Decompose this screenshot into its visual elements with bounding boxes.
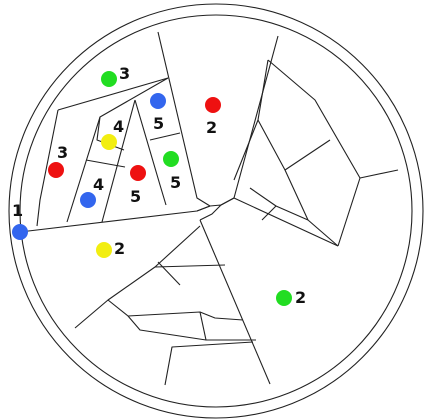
marker-label: 5 <box>130 187 141 206</box>
boundary-right-a <box>233 59 269 181</box>
marker-dot <box>48 162 64 178</box>
marker-dot <box>96 242 112 258</box>
boundary-spoke-left <box>19 205 211 233</box>
boundary-right-h <box>275 205 339 247</box>
marker-3-green[interactable]: 3 <box>101 64 130 87</box>
boundary-upper-left-b <box>36 109 59 227</box>
marker-label: 5 <box>170 173 181 192</box>
marker-1-blue[interactable]: 1 <box>12 201 28 240</box>
marker-dot <box>130 165 146 181</box>
boundary-upper-left-d <box>101 99 136 223</box>
marker-label: 4 <box>113 117 124 136</box>
marker-2-yellow[interactable]: 2 <box>96 239 125 258</box>
markers-layer: 1 2 2 2 3 3 4 4 <box>12 64 306 307</box>
boundary-upper-left-h <box>149 132 181 141</box>
marker-4-blue[interactable]: 4 <box>80 175 104 208</box>
boundary-spoke-lower <box>199 219 271 385</box>
marker-2-red[interactable]: 2 <box>205 97 221 137</box>
boundary-lower-left-e <box>127 315 256 341</box>
marker-dot <box>101 134 117 150</box>
marker-label: 3 <box>57 143 68 162</box>
marker-label: 2 <box>114 239 125 258</box>
boundary-spoke-upper <box>157 31 211 207</box>
marker-label: 5 <box>153 114 164 133</box>
boundary-right-b <box>257 119 331 171</box>
marker-dot <box>163 151 179 167</box>
outer-ring <box>8 3 424 419</box>
marker-label: 2 <box>295 288 306 307</box>
marker-label: 3 <box>119 64 130 83</box>
marker-label: 4 <box>93 175 104 194</box>
boundary-right-c <box>267 59 361 179</box>
marker-4-yellow[interactable]: 4 <box>101 117 124 150</box>
marker-5-green[interactable]: 5 <box>163 151 181 192</box>
boundary-right-e <box>359 169 399 179</box>
boundary-lower-left-f <box>199 311 207 341</box>
boundary-upper-left-f <box>85 159 126 168</box>
boundary-lower-left-g <box>164 341 254 386</box>
boundary-lower-left-c <box>154 264 226 268</box>
marker-dot <box>150 93 166 109</box>
marker-5-blue[interactable]: 5 <box>150 93 166 133</box>
boundary-lower-left-a <box>74 225 201 329</box>
marker-2-green[interactable]: 2 <box>276 288 306 307</box>
marker-label: 2 <box>206 118 217 137</box>
boundary-upper-left-a <box>57 77 169 111</box>
marker-dot <box>80 192 96 208</box>
boundary-upper-left-g <box>134 99 167 206</box>
region-boundaries <box>19 31 399 386</box>
boundary-hub <box>196 204 222 221</box>
marker-dot <box>12 224 28 240</box>
boundary-right-d <box>284 169 309 221</box>
marker-label: 1 <box>12 201 23 220</box>
marker-5-red[interactable]: 5 <box>130 165 146 206</box>
boundary-lower-left-d <box>157 261 181 286</box>
boundary-right-to-ring <box>220 197 339 247</box>
marker-dot <box>276 290 292 306</box>
inner-ring <box>19 14 413 408</box>
marker-dot <box>101 71 117 87</box>
marker-3-red[interactable]: 3 <box>48 143 68 178</box>
marker-dot <box>205 97 221 113</box>
boundary-right-f <box>337 177 361 247</box>
